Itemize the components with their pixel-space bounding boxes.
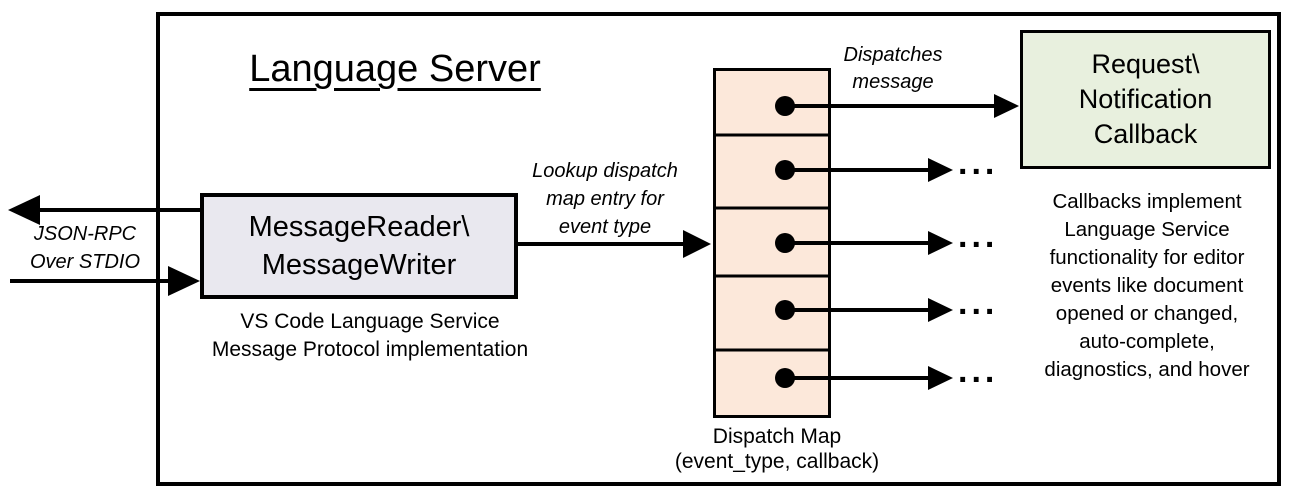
reader-caption: VS Code Language Service Message Protoco… [211, 310, 529, 361]
language-server-container-box [156, 12, 1281, 486]
callbacks-caption: Callbacks implement Language Service fun… [1044, 190, 1250, 381]
ellipsis-row-4: ... [958, 284, 999, 322]
lookup-dispatch-label: Lookup dispatch map entry for event type [532, 160, 678, 238]
ellipsis-row-5: ... [958, 352, 999, 390]
dispatches-message-label: Dispatches message [843, 44, 943, 93]
request-notification-callback-box: Request\ Notification Callback [1020, 30, 1271, 169]
message-reader-writer-label: MessageReader\ MessageWriter [248, 211, 470, 281]
json-rpc-over-stdio-label: JSON-RPC Over STDIO [29, 223, 140, 273]
dispatch-map-box [713, 68, 831, 418]
request-notification-callback-label: Request\ Notification Callback [1078, 49, 1213, 149]
dispatch-map-label: Dispatch Map (event_type, callback) [674, 425, 880, 473]
ellipsis-row-2: ... [958, 144, 999, 182]
diagram-title: Language Server [249, 48, 541, 90]
ellipsis-row-3: ... [958, 217, 999, 255]
message-reader-writer-box: MessageReader\ MessageWriter [200, 193, 518, 299]
